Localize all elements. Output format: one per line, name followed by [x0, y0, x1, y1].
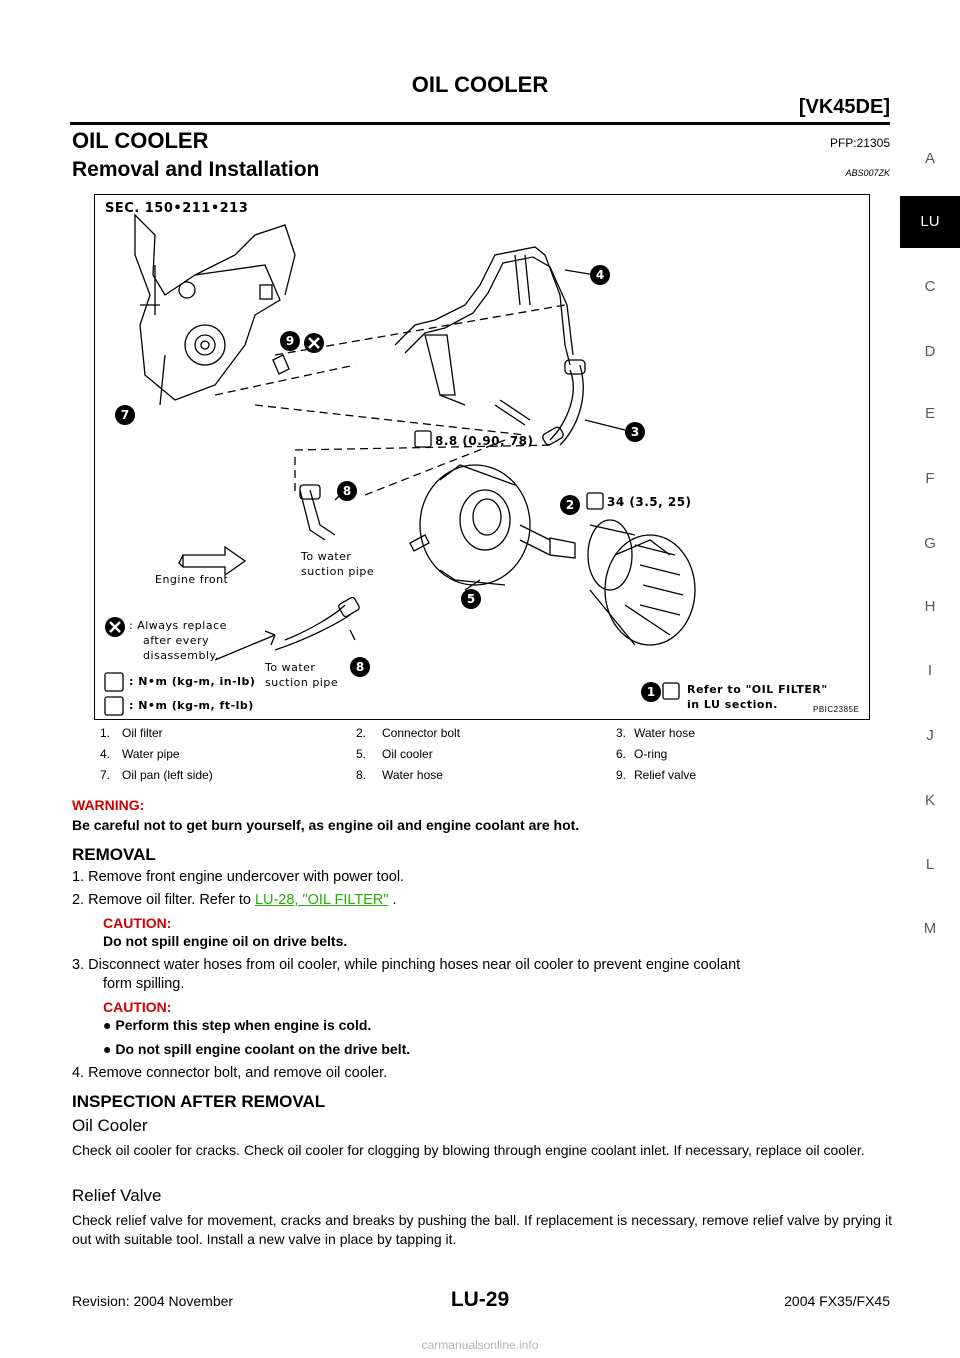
legend-part: Water pipe: [122, 747, 180, 761]
torque-spec-connector: 8.8 (0.90, 78): [435, 434, 534, 448]
legend-row: 7. Oil pan (left side) 8. Water hose 9. …: [94, 764, 874, 785]
to-water-label-1b: suction pipe: [301, 565, 375, 578]
relief-valve-heading: Relief Valve: [72, 1186, 162, 1205]
side-tab-l[interactable]: L: [925, 856, 935, 873]
step2-suffix: .: [388, 892, 397, 908]
side-tab-c[interactable]: C: [924, 278, 936, 295]
callout-8a: 8: [343, 484, 351, 498]
side-tab-i[interactable]: I: [927, 662, 933, 679]
oil-filter-link[interactable]: LU-28, "OIL FILTER": [254, 892, 389, 908]
legend-num: 2.: [356, 726, 367, 740]
footer-revision: Revision: 2004 November: [72, 1293, 234, 1309]
nm-ft-lb-label: : N•m (kg-m, ft-lb): [129, 699, 254, 712]
oil-cooler-text: Check oil cooler for cracks. Check oil c…: [72, 1142, 865, 1158]
relief-valve-text: Check relief valve for movement, cracks …: [72, 1212, 892, 1247]
legend-num: 6.: [616, 747, 627, 761]
to-water-label-2a: To water: [265, 661, 316, 674]
inspection-heading: INSPECTION AFTER REMOVAL: [72, 1092, 326, 1111]
footer-page-number: LU-29: [450, 1288, 510, 1311]
callout-8b: 8: [356, 660, 364, 674]
figure-code: PBIC2385E: [813, 705, 860, 714]
legend-part: Relief valve: [634, 768, 697, 782]
legend-num: 3.: [616, 726, 627, 740]
legend-num: 8.: [356, 768, 367, 782]
subsection-title: Removal and Installation: [72, 158, 320, 181]
legend-part: Water hose: [634, 726, 695, 740]
oil-cooler-exploded-diagram: 7 9 4 3 8 2 5 8 1: [104, 213, 696, 716]
callout-5: 5: [467, 592, 475, 606]
refer-oil-filter-label-1: Refer to "OIL FILTER": [687, 683, 828, 696]
caution-label-2: CAUTION:: [103, 999, 172, 1015]
header-divider: [70, 122, 890, 125]
legend-row: 4. Water pipe 5. Oil cooler 6. O-ring: [94, 743, 874, 764]
page-header-title: OIL COOLER: [411, 72, 549, 97]
section-code: PFP:21305: [829, 136, 890, 150]
callout-9: 9: [286, 334, 294, 348]
caution-bullet-text: Do not spill engine coolant on the drive…: [115, 1041, 411, 1057]
to-water-label-1a: To water: [301, 550, 352, 563]
legend-part: Oil pan (left side): [122, 768, 213, 782]
legend-num: 1.: [100, 726, 111, 740]
warning-text: Be careful not to get burn yourself, as …: [72, 817, 580, 833]
oil-cooler-heading: Oil Cooler: [72, 1116, 148, 1135]
torque-spec-bolt: 34 (3.5, 25): [607, 495, 692, 509]
caution-bullet-2: ● Do not spill engine coolant on the dri…: [103, 1041, 410, 1057]
subsection-code: ABS007ZK: [845, 168, 890, 178]
side-tab-lu[interactable]: LU: [900, 196, 960, 248]
callout-7: 7: [121, 408, 129, 422]
legend-num: 9.: [616, 768, 627, 782]
parts-legend: 1. Oil filter 2. Connector bolt 3. Water…: [94, 722, 874, 785]
section-title: OIL COOLER: [72, 128, 209, 153]
legend-num: 5.: [356, 747, 367, 761]
side-tab-f[interactable]: F: [925, 470, 935, 487]
legend-part: Connector bolt: [382, 726, 461, 740]
callout-4: 4: [596, 268, 604, 282]
legend-part: Water hose: [382, 768, 443, 782]
engine-front-label: Engine front: [155, 573, 229, 586]
callout-1: 1: [647, 685, 655, 699]
side-tab-h[interactable]: H: [924, 598, 936, 615]
nm-in-lb-label: : N•m (kg-m, in-lb): [129, 675, 256, 688]
side-tab-k[interactable]: K: [924, 792, 935, 809]
always-replace-label-3: disassembly.: [143, 649, 219, 662]
removal-step-2: 2. Remove oil filter. Refer to LU-28, "O…: [72, 892, 892, 908]
caution-bullet-text: Perform this step when engine is cold.: [115, 1017, 372, 1033]
exploded-view-figure: 7 9 4 3 8 2 5 8 1 SEC. 150•211•213 8.8 (…: [94, 194, 870, 720]
footer-model: 2004 FX35/FX45: [784, 1293, 890, 1309]
removal-step-3b: form spilling.: [103, 976, 185, 992]
caution-label-1: CAUTION:: [103, 915, 172, 931]
side-tab-a[interactable]: A: [924, 150, 935, 167]
footer-watermark: carmanualsonline.info: [421, 1338, 539, 1352]
legend-part: Oil cooler: [382, 747, 433, 761]
always-replace-label-1: : Always replace: [129, 619, 227, 632]
to-water-label-2b: suction pipe: [265, 676, 339, 689]
removal-step-4: 4. Remove connector bolt, and remove oil…: [72, 1065, 388, 1081]
legend-row: 1. Oil filter 2. Connector bolt 3. Water…: [94, 722, 874, 743]
legend-part: O-ring: [634, 747, 668, 761]
bullet-icon: ●: [103, 1017, 116, 1033]
caution-bullet-1: ● Perform this step when engine is cold.: [103, 1017, 371, 1033]
bullet-icon: ●: [103, 1041, 116, 1057]
removal-step-1: 1. Remove front engine undercover with p…: [72, 869, 405, 885]
side-tab-d[interactable]: D: [924, 343, 936, 360]
always-replace-label-2: after every: [143, 634, 210, 647]
side-tab-m[interactable]: M: [923, 920, 937, 937]
side-tab-g[interactable]: G: [924, 535, 936, 552]
removal-heading: REMOVAL: [72, 845, 156, 864]
side-tab-e[interactable]: E: [924, 405, 935, 422]
callout-2: 2: [566, 498, 574, 512]
removal-step-3a: 3. Disconnect water hoses from oil coole…: [72, 957, 741, 973]
step2-text: 2. Remove oil filter. Refer to: [72, 892, 255, 908]
caution-text-1: Do not spill engine oil on drive belts.: [103, 933, 348, 949]
warning-label: WARNING:: [72, 797, 145, 813]
legend-num: 4.: [100, 747, 111, 761]
callout-3: 3: [631, 425, 639, 439]
figure-sec-label: SEC. 150•211•213: [105, 201, 249, 216]
legend-num: 7.: [100, 768, 111, 782]
side-tab-j[interactable]: J: [926, 727, 934, 744]
engine-model-label: [VK45DE]: [798, 96, 890, 118]
legend-part: Oil filter: [122, 726, 163, 740]
refer-oil-filter-label-2: in LU section.: [687, 698, 778, 711]
